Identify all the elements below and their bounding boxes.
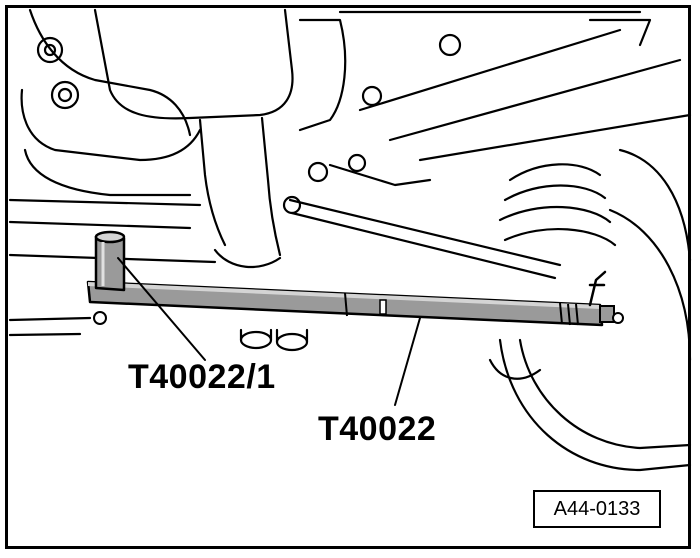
label-T40022: T40022: [318, 410, 437, 448]
tool-T40022: [86, 270, 624, 327]
leader-line-T40022-1: [117, 257, 206, 361]
left-subframe-mount: [8, 8, 217, 264]
figure-reference-code: A44-0133: [533, 490, 661, 528]
leader-line-T40022: [394, 317, 421, 406]
figure-frame: [5, 5, 691, 549]
linkage-rod: [282, 163, 562, 280]
right-suspension: [488, 148, 692, 472]
lower-bushings: [8, 316, 309, 352]
label-T40022-1: T40022/1: [128, 358, 276, 396]
chassis-rail: [338, 10, 692, 162]
central-housing: [93, 8, 383, 269]
